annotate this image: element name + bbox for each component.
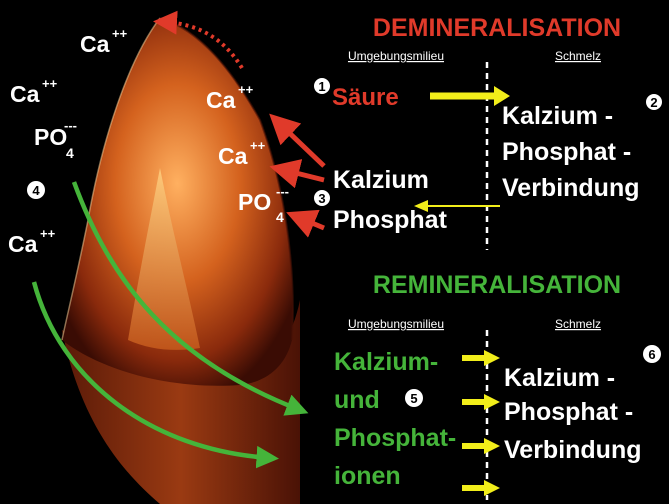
ion-ca-right-1-symbol: Ca: [206, 87, 236, 113]
ion-ca-right-1-charge: ++: [238, 82, 254, 97]
tooth-image: [62, 18, 300, 504]
demin-acid-label: Säure: [332, 84, 399, 111]
remin-col-left-label: Umgebungsmilieu: [348, 317, 444, 331]
marker-4-text: 4: [32, 183, 40, 198]
ion-po-left-charge: ---: [64, 118, 77, 133]
remineralisation-panel: REMINERALISATION Umgebungsmilieu Schmelz…: [334, 271, 661, 500]
demin-col-right-label: Schmelz: [555, 49, 601, 63]
ion-ca-top-charge: ++: [112, 26, 128, 41]
ion-ca-right-2-symbol: Ca: [218, 143, 248, 169]
remin-ions-line-4: ionen: [334, 462, 401, 490]
red-arrow-po: [300, 218, 324, 228]
ion-po-left: PO 4 ---: [34, 118, 77, 161]
remin-ions-line-2: und: [334, 386, 380, 414]
marker-5-text: 5: [410, 391, 417, 406]
marker-1-text: 1: [318, 79, 325, 94]
ion-ca-left-2-symbol: Ca: [8, 231, 38, 257]
red-arrow-ca-2: [284, 170, 324, 180]
ion-po-left-symbol: PO: [34, 124, 67, 150]
ion-ca-left-2: Ca ++: [8, 226, 56, 257]
demin-col-left-label: Umgebungsmilieu: [348, 49, 444, 63]
ion-po-left-sub: 4: [66, 145, 74, 161]
remin-compound-line-2: Phosphat -: [504, 398, 633, 426]
remin-ions-line-3: Phosphat-: [334, 424, 456, 452]
red-arrow-ca-1: [280, 124, 324, 166]
marker-6-text: 6: [648, 347, 655, 362]
ion-po-right-sub: 4: [276, 209, 284, 225]
marker-3-text: 3: [318, 191, 325, 206]
ion-ca-top-symbol: Ca: [80, 31, 110, 57]
demineralisation-title: DEMINERALISATION: [373, 14, 621, 42]
remineralisation-title: REMINERALISATION: [373, 271, 621, 299]
demin-compound-line-1: Kalzium -: [502, 102, 613, 130]
marker-2-text: 2: [650, 95, 657, 110]
yellow-arrows-remin: [462, 350, 500, 496]
ion-ca-left-1-charge: ++: [42, 76, 58, 91]
demin-compound-line-2: Phosphat -: [502, 138, 631, 166]
demin-released-line-1: Kalzium: [333, 166, 429, 194]
ion-ca-top: Ca ++: [80, 26, 128, 57]
demineralisation-panel: DEMINERALISATION Umgebungsmilieu Schmelz…: [314, 14, 662, 250]
yellow-arrowhead-remin-1: [484, 350, 500, 366]
ion-po-right-charge: ---: [276, 184, 289, 199]
yellow-arrowhead-remin-3: [484, 438, 500, 454]
demin-compound-line-3: Verbindung: [502, 174, 640, 202]
remin-compound-line-3: Verbindung: [504, 436, 642, 464]
ion-ca-right-2-charge: ++: [250, 138, 266, 153]
remin-col-right-label: Schmelz: [555, 317, 601, 331]
yellow-arrowhead-remin-4: [484, 480, 500, 496]
ion-po-right-symbol: PO: [238, 189, 271, 215]
ion-ca-left-1: Ca ++: [10, 76, 58, 107]
remin-compound-line-1: Kalzium -: [504, 364, 615, 392]
demin-released-line-2: Phosphat: [333, 206, 448, 234]
ion-ca-left-1-symbol: Ca: [10, 81, 40, 107]
remin-ions-line-1: Kalzium-: [334, 348, 438, 376]
ion-ca-left-2-charge: ++: [40, 226, 56, 241]
yellow-arrowhead-remin-2: [484, 394, 500, 410]
